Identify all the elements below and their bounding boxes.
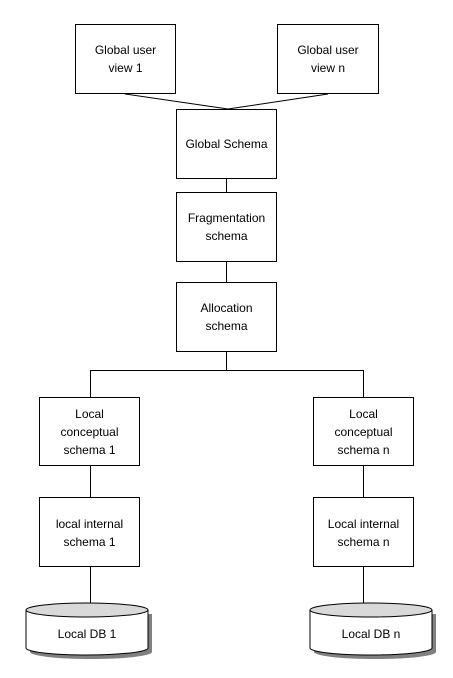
node-local-internal-schema-n: Local internal schema n <box>313 497 414 567</box>
node-label-line: Local <box>349 407 378 421</box>
node-label-line: view n <box>311 61 345 75</box>
node-fragmentation-schema: Fragmentation schema <box>176 192 277 262</box>
node-label-line: Fragmentation <box>188 211 265 225</box>
node-allocation-schema: Allocation schema <box>176 282 277 352</box>
node-label-line: schema <box>205 319 247 333</box>
node-local-conceptual-schema-n: Local conceptual schema n <box>313 397 414 466</box>
connectors <box>90 93 364 604</box>
node-label-line: Local DB n <box>342 627 401 641</box>
node-local-conceptual-schema-1: Local conceptual schema 1 <box>39 397 140 466</box>
node-label-line: Global user <box>95 43 156 57</box>
node-label-line: schema <box>205 229 247 243</box>
node-label-line: Allocation <box>200 301 252 315</box>
node-label-line: local internal <box>56 517 123 531</box>
node-label-line: conceptual <box>334 425 392 439</box>
node-label-line: schema 1 <box>63 443 115 457</box>
node-label-line: Local internal <box>328 517 399 531</box>
node-local-db-1: Local DB 1 <box>25 602 152 659</box>
node-label-line: schema n <box>337 443 389 457</box>
node-global-schema: Global Schema <box>176 109 277 179</box>
node-label-line: Local DB 1 <box>58 627 117 641</box>
connector-viewn-to-global-schema <box>227 93 329 110</box>
node-global-user-view-1: Global user view 1 <box>75 24 176 94</box>
node-label-line: Global user <box>297 43 358 57</box>
node-local-db-n: Local DB n <box>309 602 436 659</box>
node-label-line: Global Schema <box>185 137 267 151</box>
node-label-line: Local <box>75 407 104 421</box>
database-cylinder-icon <box>25 602 152 659</box>
node-label-line: schema n <box>337 535 389 549</box>
node-label-line: schema 1 <box>63 535 115 549</box>
connector-view1-to-global-schema <box>124 93 229 110</box>
node-label-line: view 1 <box>108 61 142 75</box>
node-global-user-view-n: Global user view n <box>277 24 379 94</box>
database-cylinder-icon <box>309 602 436 659</box>
node-label-line: conceptual <box>60 425 118 439</box>
node-local-internal-schema-1: local internal schema 1 <box>39 497 140 567</box>
